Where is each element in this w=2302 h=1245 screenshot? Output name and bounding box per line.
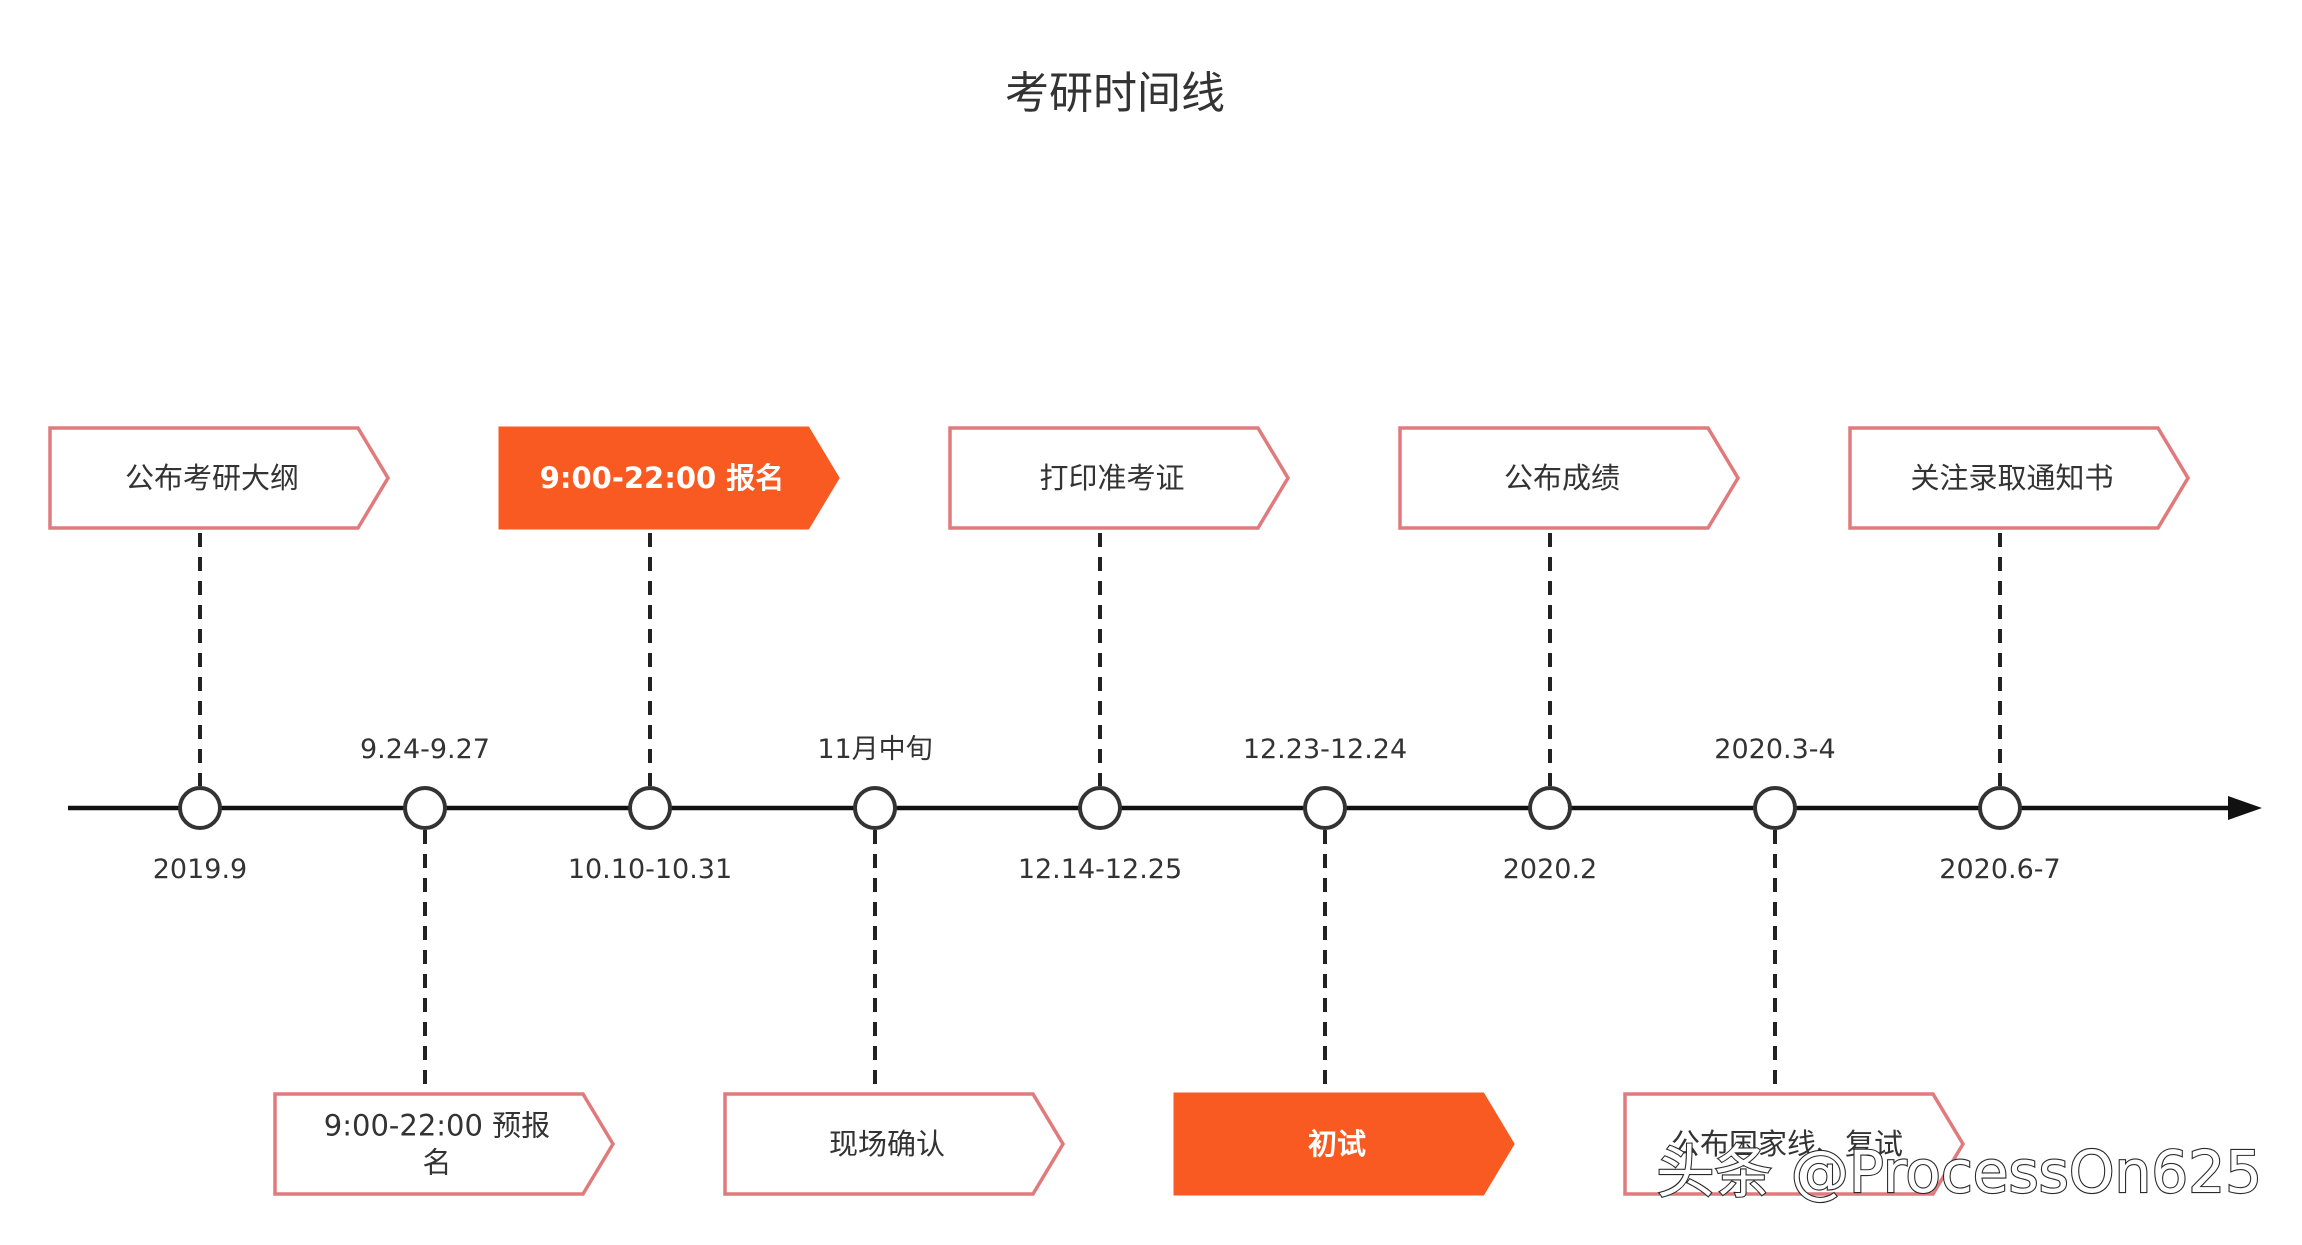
event-label: 打印准考证 [1039, 461, 1184, 495]
event-box-shape [1623, 1092, 1966, 1196]
event-box: 9:00-22:00 报名 [498, 426, 840, 530]
date-labels: 2019.9 9.24-9.27 10.10-10.31 11月中旬 12.14-12.… [153, 734, 2061, 885]
event-label: 现场确认 [829, 1127, 945, 1161]
date-label: 2020.2 [1503, 854, 1597, 885]
event-label: 9:00-22:00 预报 [324, 1109, 550, 1143]
event-box: 初试 [1173, 1092, 1515, 1196]
axis-arrow-icon [2228, 796, 2262, 820]
page-title: 考研时间线 [1005, 68, 1225, 119]
event-box: 公布考研大纲 [48, 426, 391, 530]
event-box: 9:00-22:00 预报名 [273, 1092, 616, 1196]
date-label: 2019.9 [153, 854, 247, 885]
event-box: 公布成绩 [1398, 426, 1741, 530]
event-box-shape [1848, 426, 2191, 530]
event-box-shape [273, 1092, 616, 1196]
timeline-node [853, 786, 897, 830]
date-label: 11月中旬 [817, 734, 932, 765]
timeline-axis [68, 796, 2262, 820]
date-label: 9.24-9.27 [360, 734, 490, 765]
timeline-nodes [178, 786, 2022, 830]
event-box-shape [723, 1092, 1066, 1196]
event-box: 打印准考证 [948, 426, 1291, 530]
timeline-node [403, 786, 447, 830]
event-label: 公布国家线、复试 [1671, 1127, 1903, 1161]
timeline-node [178, 786, 222, 830]
event-box-shape [1398, 426, 1741, 530]
event-label: 9:00-22:00 报名 [540, 461, 785, 495]
timeline-node [628, 786, 672, 830]
event-box: 公布国家线、复试 [1623, 1092, 1966, 1196]
event-label: 名 [422, 1146, 451, 1180]
timeline-node [1528, 786, 1572, 830]
timeline-node [1978, 786, 2022, 830]
event-box-shape [48, 426, 391, 530]
event-label: 公布成绩 [1504, 461, 1620, 495]
connectors [198, 533, 2002, 1089]
date-label: 2020.6-7 [1939, 854, 2060, 885]
event-label: 关注录取通知书 [1910, 461, 2113, 495]
event-box-shape [498, 426, 840, 530]
timeline-node [1078, 786, 1122, 830]
event-box: 现场确认 [723, 1092, 1066, 1196]
date-label: 10.10-10.31 [568, 854, 732, 885]
watermark: 头条 @ProcessOn625 [1656, 1138, 2262, 1206]
date-label: 12.23-12.24 [1243, 734, 1407, 765]
event-box: 关注录取通知书 [1848, 426, 2191, 530]
event-box-shape [948, 426, 1291, 530]
date-label: 12.14-12.25 [1018, 854, 1182, 885]
event-label: 公布考研大纲 [125, 461, 299, 495]
date-label: 2020.3-4 [1714, 734, 1835, 765]
timeline-node [1303, 786, 1347, 830]
event-box-shape [1173, 1092, 1515, 1196]
timeline-node [1753, 786, 1797, 830]
event-label: 初试 [1308, 1127, 1366, 1161]
